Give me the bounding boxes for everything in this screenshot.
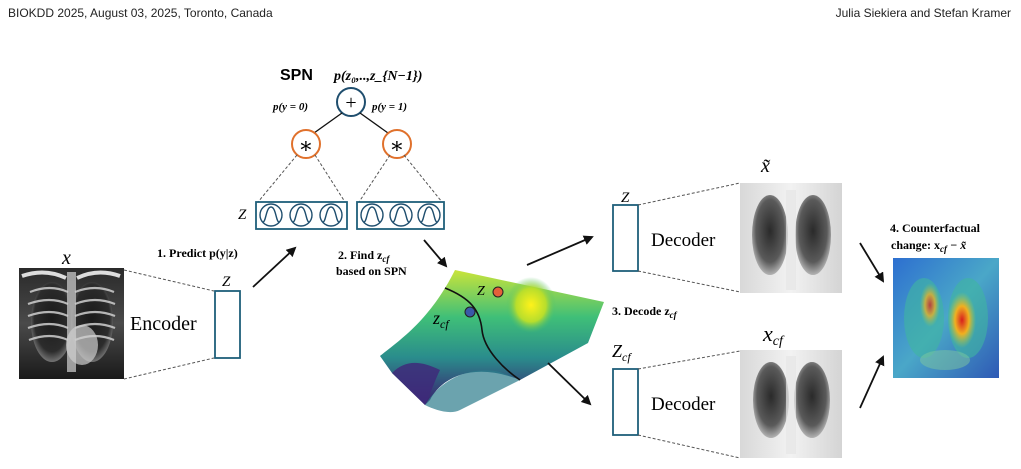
surface-z-label: Z [477,284,485,299]
x-cf-label: xcf [762,321,785,349]
zcf-point [464,306,476,318]
spn-product-node-right: ∗ [382,129,412,159]
difference-heatmap [893,258,999,378]
arrow-from-reconstruction [859,242,885,283]
decoder-bottom-latent-box [612,368,639,436]
spn-product-node-left: ∗ [291,129,321,159]
decoder-bottom-label: Decoder [651,394,716,415]
arrow-to-spn [252,246,297,288]
step4-line2: change: xcf − x̃ [891,238,966,254]
header-authors: Julia Siekiera and Stefan Kramer [835,6,1011,20]
counterfactual-image [740,350,842,458]
input-xray-image [19,268,124,379]
z-point [492,286,504,298]
spn-sum-node: + [336,87,366,117]
step2-line2: based on SPN [336,264,407,278]
spn-root-probability: p(z₀,..,z_{N−1}) [333,69,422,84]
arrow-to-decoder-top [526,235,594,266]
arrow-to-surface [423,239,448,268]
decoder-top-label: Decoder [651,230,716,251]
spn-title: SPN [280,67,313,84]
step4-line1: 4. Counterfactual [890,221,981,235]
spn-leaf-z-label: Z [238,207,247,223]
sum-symbol: + [345,92,356,114]
encoder-z-label: Z [222,274,231,290]
p-y1-label: p(y = 1) [371,101,407,113]
surface-zcf-label: zcf [432,308,450,331]
decoder-top-z-label: Z [621,190,630,206]
input-x-label: x [61,247,71,269]
product-symbol: ∗ [299,133,314,158]
step2-line1: 2. Find zcf [338,248,390,264]
gaussian-leaf-icons [259,203,441,227]
decoder-top-connectors [637,182,741,293]
arrow-from-counterfactual [859,355,885,409]
p-y0-label: p(y = 0) [272,101,308,113]
spn-leaf-connectors [257,154,443,203]
spn-edge-left [313,112,343,134]
step1-label: 1. Predict p(y|z) [157,246,238,260]
spn-leaf-box-left [255,201,348,230]
x-tilde-label: x̃ [760,155,770,177]
reconstruction-image [740,183,842,293]
spn-edge-right [359,112,389,134]
decoder-bottom-connectors [637,350,741,459]
step1-text: 1. Predict p(y|z) [157,246,238,260]
encoder-latent-box [214,290,241,359]
encoder-connectors [123,269,215,380]
arrow-to-decoder-bottom [547,362,592,406]
step3-label: 3. Decode zcf [612,304,678,320]
encoder-label: Encoder [130,313,197,335]
decoder-top-latent-box [612,204,639,272]
spn-leaf-box-right [356,201,445,230]
header-venue: BIOKDD 2025, August 03, 2025, Toronto, C… [8,6,273,20]
decoder-bottom-z-label: Zcf [612,341,632,364]
product-symbol: ∗ [390,133,405,158]
spn-probability-surface [380,270,604,413]
